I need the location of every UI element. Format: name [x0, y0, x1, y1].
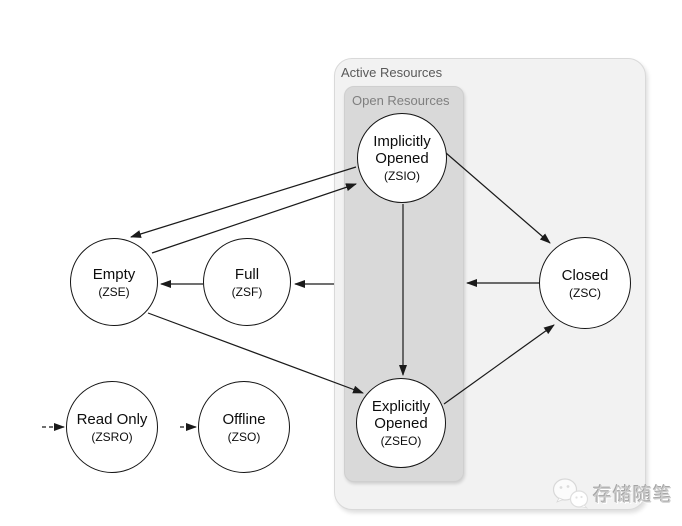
node-code: (ZSO) [227, 429, 261, 444]
node-label: Empty [92, 265, 136, 283]
node-code: (ZSE) [98, 284, 130, 299]
state-node-closed: Closed (ZSC) [539, 237, 631, 329]
state-node-empty: Empty (ZSE) [70, 238, 158, 326]
node-label: Offline [222, 410, 266, 428]
node-label: Read Only [76, 410, 148, 428]
node-label: Full [234, 265, 260, 283]
node-label: Explicitly Opened [371, 398, 431, 432]
active-resources-label: Active Resources [341, 65, 443, 80]
arrow-implicitly-opened-to-empty [130, 166, 357, 238]
node-code: (ZSIO) [384, 169, 420, 183]
open-resources-label: Open Resources [352, 93, 450, 108]
state-node-full: Full (ZSF) [203, 238, 291, 326]
state-node-implicitly-opened: Implicitly Opened (ZSIO) [357, 113, 447, 203]
wechat-chat-bubbles-icon [552, 478, 589, 509]
state-node-read-only: Read Only (ZSRO) [66, 381, 158, 473]
watermark-text: 存储随笔 [593, 484, 674, 506]
watermark: 存储随笔 [552, 476, 673, 510]
node-label: Implicitly Opened [373, 133, 431, 167]
node-code: (ZSC) [569, 285, 601, 300]
state-node-explicitly-opened: Explicitly Opened (ZSEO) [356, 378, 446, 468]
node-code: (ZSRO) [91, 429, 133, 444]
node-code: (ZSF) [231, 284, 263, 299]
node-label: Closed [561, 266, 609, 284]
node-code: (ZSEO) [380, 434, 422, 448]
state-node-offline: Offline (ZSO) [198, 381, 290, 473]
